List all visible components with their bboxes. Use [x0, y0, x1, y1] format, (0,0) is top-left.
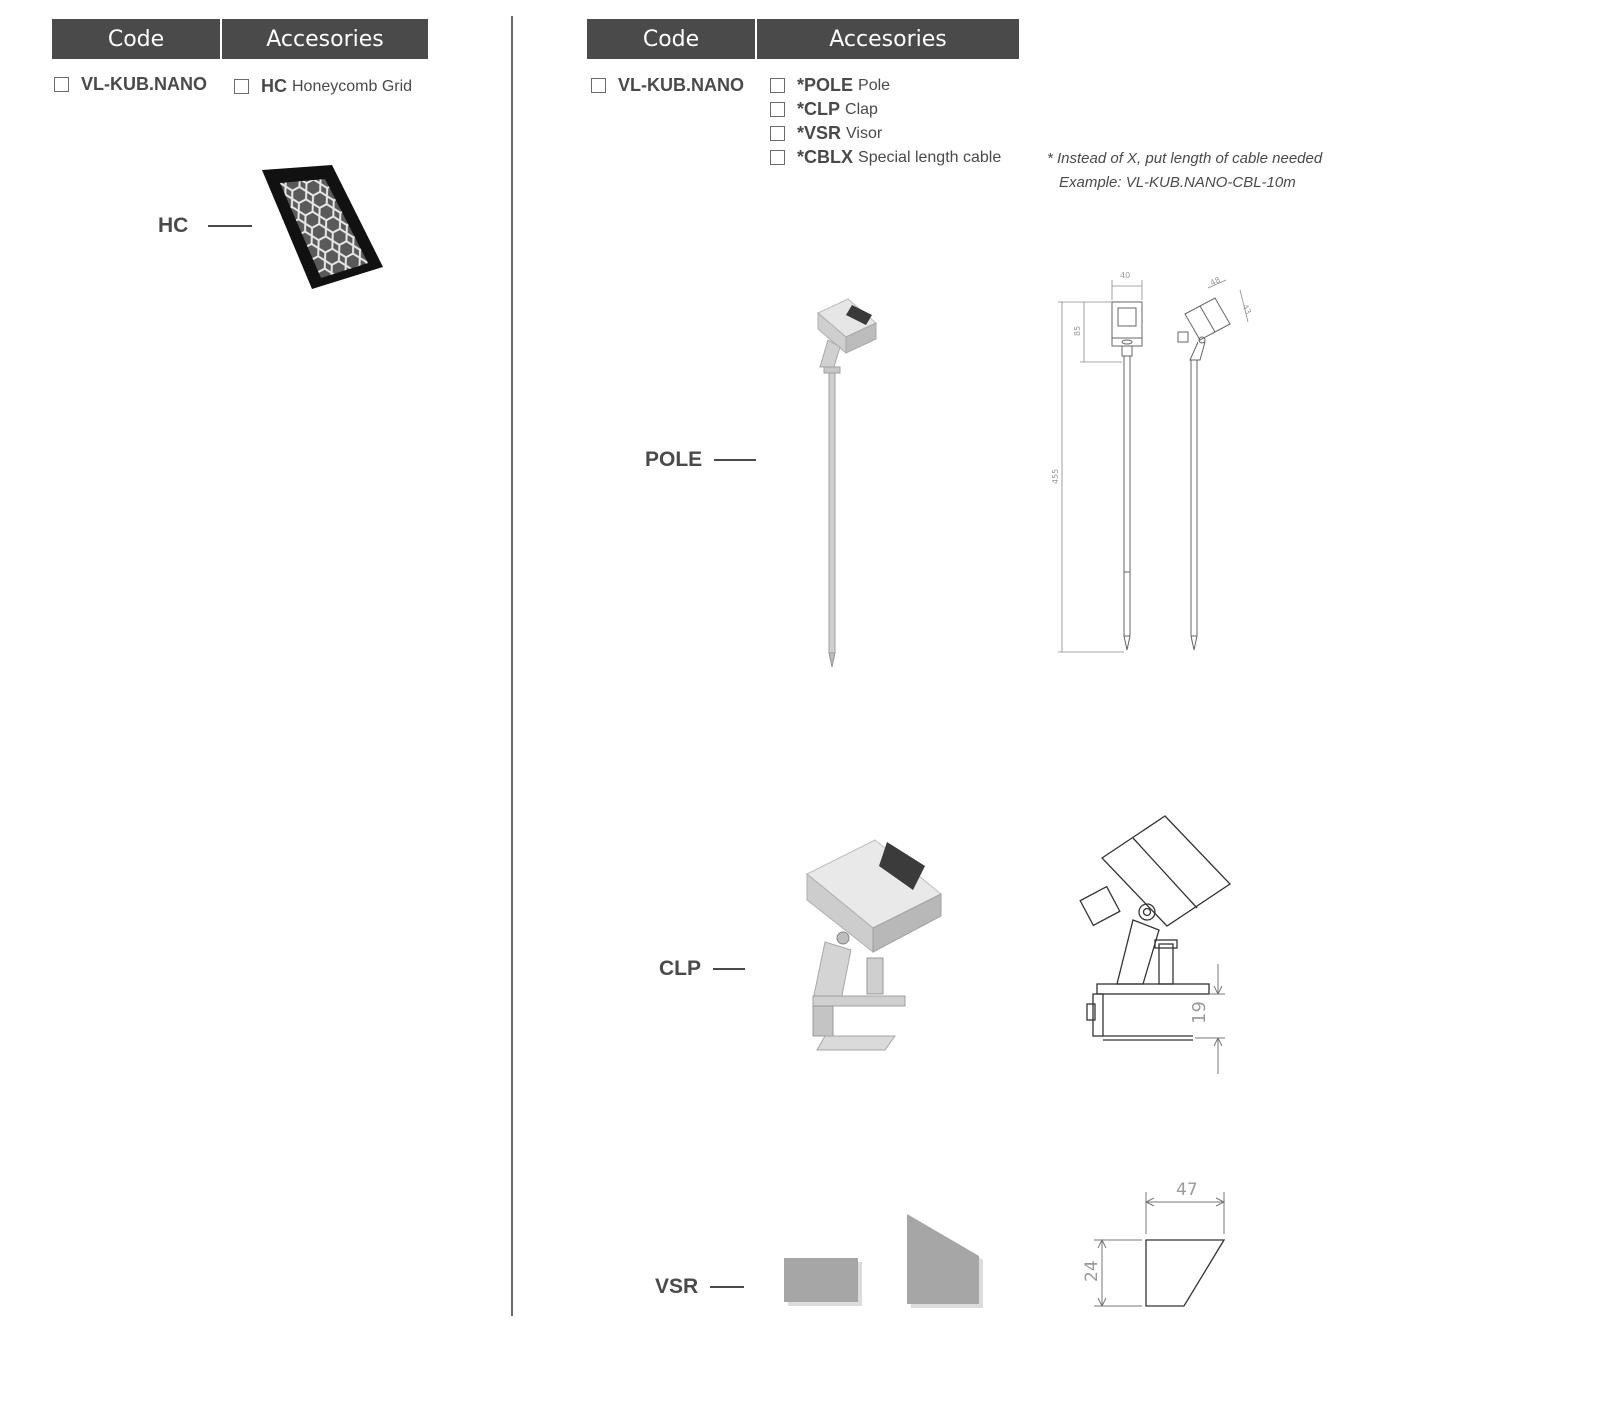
right-code-option[interactable]: VL-KUB.NANO — [591, 75, 744, 96]
left-accessory-hc[interactable]: HC Honeycomb Grid — [234, 76, 412, 97]
checkbox[interactable] — [770, 102, 785, 117]
pole-dim-head-d: 43 — [1240, 303, 1253, 316]
left-header-code: Code — [52, 19, 220, 59]
column-divider — [511, 16, 513, 1316]
pole-dim-head-h: 85 — [1073, 326, 1082, 336]
vsr-label: VSR — [655, 1275, 745, 1299]
accessory-clp[interactable]: *CLP Clap — [770, 99, 878, 120]
accessory-code: *CBLX — [797, 147, 854, 167]
accessory-vsr[interactable]: *VSR Visor — [770, 123, 882, 144]
hc-label: HC — [158, 214, 253, 238]
honeycomb-grid-image — [262, 165, 383, 289]
clp-technical-drawing: 19 — [1079, 815, 1232, 1074]
accessory-name: Honeycomb Grid — [292, 77, 413, 95]
accessory-code: *CLP — [797, 99, 841, 119]
pole-product-image — [817, 298, 877, 668]
checkbox[interactable] — [770, 126, 785, 141]
accessory-name: Pole — [858, 76, 891, 94]
vsr-technical-drawing: 47 24 — [1082, 1180, 1226, 1308]
checkbox[interactable] — [770, 78, 785, 93]
accessory-cblx[interactable]: *CBLX Special length cable — [770, 147, 1001, 168]
accessory-name: Visor — [846, 124, 883, 142]
clp-dim-clamp: 19 — [1189, 1001, 1210, 1024]
pole-dim-width: 40 — [1120, 271, 1130, 280]
code-label: VL-KUB.NANO — [618, 75, 744, 95]
pole-dim-head-w: 48 — [1209, 275, 1222, 288]
pole-label: POLE — [645, 448, 757, 472]
accessory-code: HC — [261, 76, 287, 96]
right-header-code: Code — [587, 19, 755, 59]
right-header-accessories: Accesories — [755, 19, 1019, 59]
vsr-product-front — [784, 1258, 862, 1306]
left-code-option[interactable]: VL-KUB.NANO — [54, 74, 207, 95]
checkbox[interactable] — [591, 78, 606, 93]
vsr-product-side — [907, 1214, 983, 1308]
checkbox[interactable] — [54, 77, 69, 92]
accessory-code: *VSR — [797, 123, 842, 143]
vsr-dim-width: 47 — [1176, 1180, 1198, 1200]
clp-label: CLP — [659, 957, 745, 981]
accessory-name: Special length cable — [858, 148, 1002, 166]
cable-example: Example: VL-KUB.NANO-CBL-10m — [1059, 174, 1296, 191]
pole-technical-drawing: 40 48 43 85 455 — [1051, 271, 1253, 653]
accessory-name: Clap — [845, 100, 878, 118]
checkbox[interactable] — [234, 79, 249, 94]
accessory-code: *POLE — [797, 75, 854, 95]
cable-note: * Instead of X, put length of cable need… — [1047, 150, 1323, 167]
vsr-dim-height: 24 — [1082, 1260, 1102, 1282]
left-header-accessories: Accesories — [220, 19, 428, 59]
checkbox[interactable] — [770, 150, 785, 165]
code-label: VL-KUB.NANO — [81, 74, 207, 94]
pole-dim-total-h: 455 — [1051, 469, 1060, 484]
clp-product-image — [806, 839, 942, 1051]
accessory-pole[interactable]: *POLE Pole — [770, 75, 890, 96]
